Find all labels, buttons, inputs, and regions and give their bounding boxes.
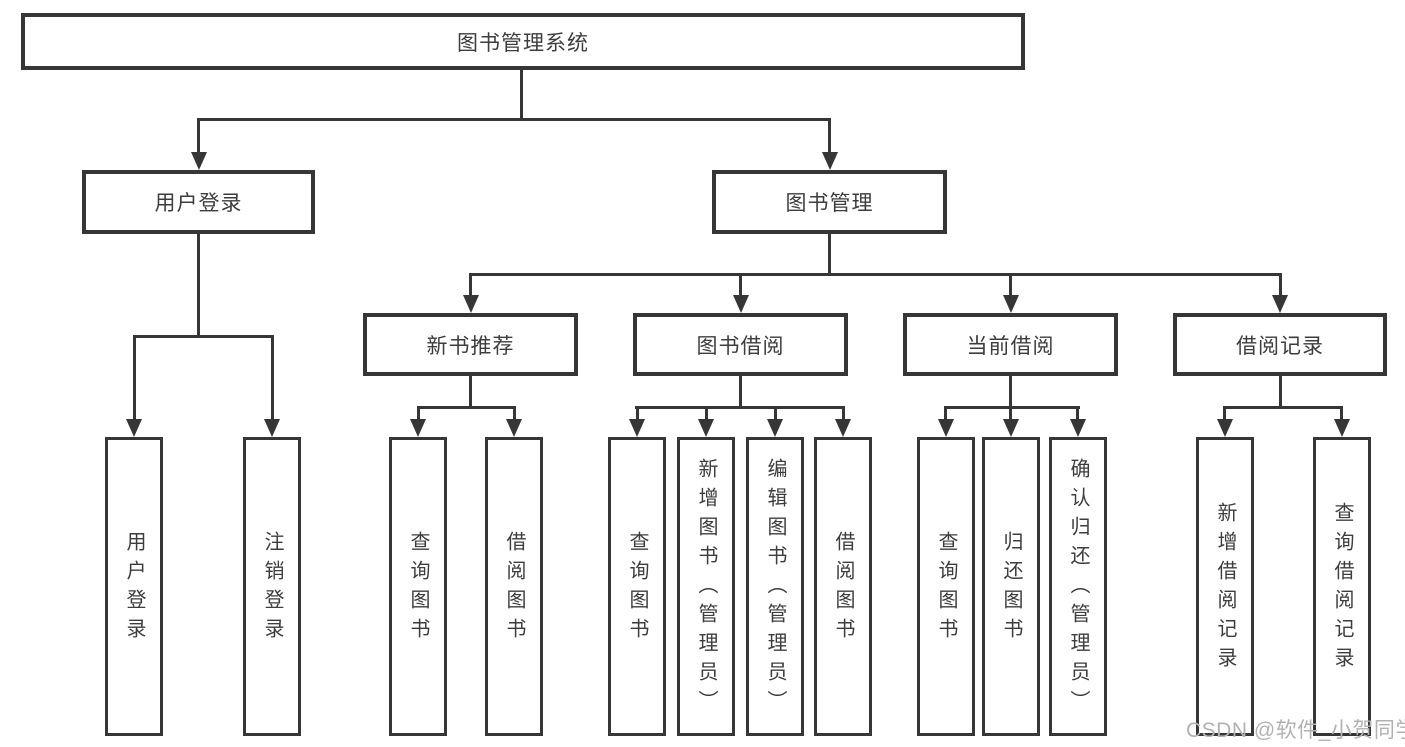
leaf-records-add: 新增借阅记录 — [1196, 437, 1254, 736]
connector-to-book-mgmt — [828, 118, 831, 152]
connector-to-cb-query — [944, 406, 947, 419]
leaf-borrow-query-label: 查询图书 — [626, 530, 648, 647]
connector-to-br-add — [1223, 406, 1226, 419]
arrowhead-nb-borrow — [506, 419, 522, 437]
arrowhead-leaf-login — [126, 419, 142, 437]
arrowhead-bb-add — [698, 419, 714, 437]
connector-to-bb-borrow — [842, 406, 845, 419]
connector-current-borrow-bar — [944, 406, 1080, 409]
connector-to-nb-query — [417, 406, 420, 419]
arrowhead-br-query — [1334, 419, 1350, 437]
node-root-library-system: 图书管理系统 — [21, 13, 1025, 70]
arrowhead-br-add — [1217, 419, 1233, 437]
leaf-borrow-borrow: 借阅图书 — [814, 437, 872, 736]
connector-book-mgmt-drop — [828, 234, 831, 273]
connector-to-current-borrow — [1009, 273, 1012, 295]
node-current-borrow: 当前借阅 — [903, 313, 1118, 376]
node-new-book: 新书推荐 — [363, 313, 578, 376]
node-user-login: 用户登录 — [82, 170, 315, 234]
connector-to-new-book — [469, 273, 472, 295]
leaf-logout-label: 注销登录 — [261, 530, 283, 647]
connector-to-leaf-login — [133, 335, 136, 419]
connector-to-leaf-logout — [271, 335, 274, 419]
node-book-mgmt-label: 图书管理 — [785, 192, 874, 215]
node-current-borrow-label: 当前借阅 — [966, 334, 1055, 358]
leaf-borrow-borrow-label: 借阅图书 — [832, 530, 854, 647]
leaf-records-query-label: 查询借阅记录 — [1331, 501, 1353, 676]
node-borrow-records-label: 借阅记录 — [1236, 334, 1324, 358]
leaf-current-return: 归还图书 — [982, 437, 1040, 736]
arrowhead-bb-edit — [767, 419, 783, 437]
connector-new-book-drop — [469, 376, 472, 406]
leaf-borrow-query: 查询图书 — [608, 437, 666, 736]
arrowhead-new-book — [463, 295, 479, 313]
leaf-records-add-label: 新增借阅记录 — [1214, 501, 1236, 676]
connector-borrow-records-drop — [1279, 376, 1282, 406]
arrowhead-bb-borrow — [835, 419, 851, 437]
arrowhead-cb-confirm — [1070, 419, 1086, 437]
arrowhead-cb-return — [1003, 419, 1019, 437]
leaf-current-return-label: 归还图书 — [1000, 530, 1022, 647]
connector-to-bb-edit — [774, 406, 777, 419]
connector-current-borrow-drop — [1009, 376, 1012, 419]
connector-to-cb-confirm — [1076, 406, 1079, 419]
leaf-current-confirm-admin: 确认归还（管理员） — [1049, 437, 1107, 736]
node-new-book-label: 新书推荐 — [426, 334, 515, 358]
arrowhead-nb-query — [410, 419, 426, 437]
leaf-logout: 注销登录 — [243, 437, 301, 736]
leaf-records-query: 查询借阅记录 — [1313, 437, 1371, 736]
leaf-current-query-label: 查询图书 — [935, 530, 957, 647]
leaf-borrow-add-admin-label: 新增图书（管理员） — [695, 458, 717, 719]
connector-book-borrow-drop — [739, 376, 742, 406]
connector-borrow-records-bar — [1223, 406, 1343, 409]
leaf-borrow-add-admin: 新增图书（管理员） — [677, 437, 735, 736]
arrowhead-leaf-logout — [264, 419, 280, 437]
leaf-borrow-edit-admin-label: 编辑图书（管理员） — [764, 458, 786, 719]
leaf-user-login-label: 用户登录 — [123, 530, 145, 647]
leaf-borrow-edit-admin: 编辑图书（管理员） — [746, 437, 804, 736]
leaf-user-login: 用户登录 — [105, 437, 163, 736]
arrowhead-cb-query — [938, 419, 954, 437]
arrowhead-user-login — [191, 152, 207, 170]
node-user-login-label: 用户登录 — [154, 192, 243, 215]
connector-new-book-bar — [417, 406, 516, 409]
connector-user-login-drop — [197, 234, 200, 335]
arrowhead-bb-query — [629, 419, 645, 437]
arrowhead-book-borrow — [733, 295, 749, 313]
leaf-newbook-query-label: 查询图书 — [407, 530, 429, 647]
node-borrow-records: 借阅记录 — [1173, 313, 1387, 376]
connector-to-user-login — [197, 118, 200, 152]
arrowhead-current-borrow — [1003, 295, 1019, 313]
connector-to-borrow-records — [1279, 273, 1282, 295]
arrowhead-book-mgmt — [822, 152, 838, 170]
csdn-watermark: CSDN @软件_小贺同学 — [1186, 719, 1405, 742]
connector-level1-bar — [197, 118, 831, 121]
node-book-mgmt: 图书管理 — [712, 170, 947, 234]
connector-to-nb-borrow — [513, 406, 516, 419]
node-book-borrow: 图书借阅 — [633, 313, 848, 376]
connector-to-book-borrow — [739, 273, 742, 295]
connector-root-drop — [520, 69, 523, 118]
connector-to-br-query — [1340, 406, 1343, 419]
leaf-newbook-borrow-label: 借阅图书 — [503, 530, 525, 647]
leaf-newbook-query: 查询图书 — [389, 437, 447, 736]
leaf-newbook-borrow: 借阅图书 — [485, 437, 543, 736]
node-root-label: 图书管理系统 — [457, 31, 589, 55]
connector-user-login-bar — [133, 335, 274, 338]
node-book-borrow-label: 图书借阅 — [696, 334, 785, 358]
leaf-current-confirm-admin-label: 确认归还（管理员） — [1067, 458, 1089, 719]
connector-to-bb-add — [705, 406, 708, 419]
leaf-current-query: 查询图书 — [917, 437, 975, 736]
connector-level2-bar — [469, 273, 1282, 276]
arrowhead-borrow-records — [1272, 295, 1288, 313]
connector-to-bb-query — [636, 406, 639, 419]
connector-book-borrow-bar — [635, 406, 845, 409]
